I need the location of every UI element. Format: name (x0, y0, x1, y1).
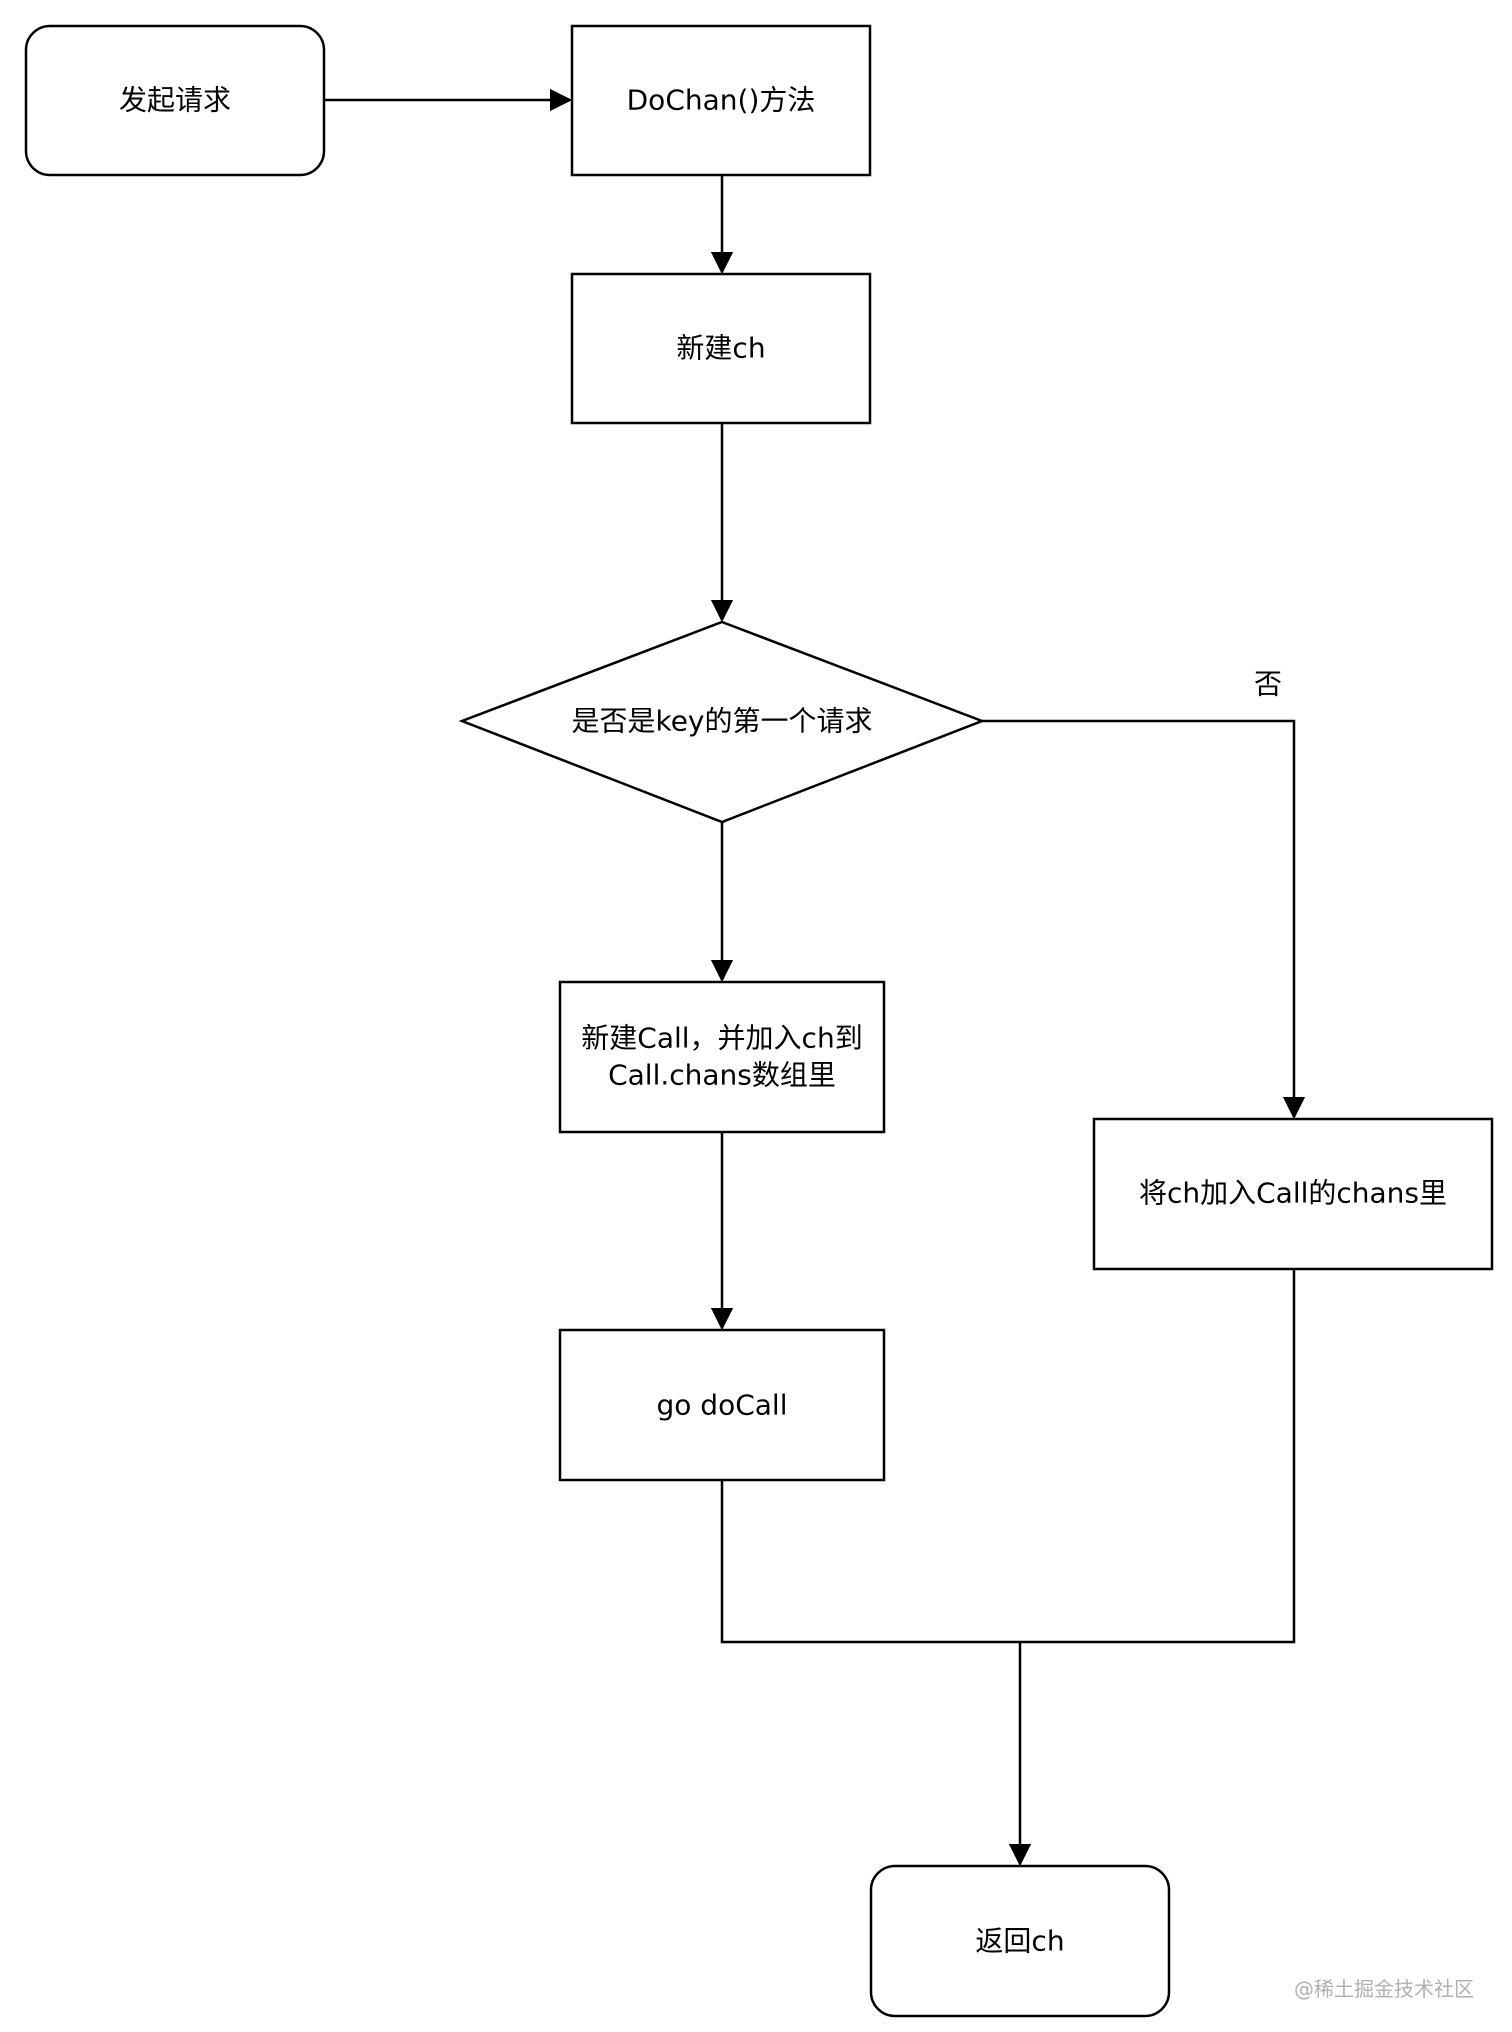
node-go-docall-shape (558, 1328, 886, 1482)
edge-decision-no-to-add-ch (982, 719, 1306, 1120)
node-return: 返回ch (869, 1864, 1171, 2018)
node-dochan: DoChan()方法 (570, 24, 872, 177)
node-add-ch: 将ch加入Call的chans里 (1092, 1117, 1494, 1271)
node-add-ch-shape (1092, 1117, 1494, 1271)
edge-go-docall-to-merge (720, 1270, 1296, 1644)
node-start: 发起请求 (24, 24, 326, 177)
node-new-call-shape (558, 980, 886, 1134)
node-dochan-shape (570, 24, 872, 177)
edges (324, 88, 1306, 1867)
node-new-ch: 新建ch (570, 272, 872, 425)
node-go-docall: go doCall (558, 1328, 886, 1482)
node-decision-label: 是否是key的第一个请求 (571, 705, 872, 738)
node-decision-shape (458, 620, 986, 824)
node-start-label: 发起请求 (119, 84, 231, 117)
node-add-ch-label: 将ch加入Call的chans里 (1139, 1177, 1447, 1210)
node-new-call-label-line2: Call.chans数组里 (608, 1059, 836, 1092)
node-dochan-label: DoChan()方法 (627, 84, 816, 117)
node-new-call: 新建Call，并加入ch到 Call.chans数组里 (558, 980, 886, 1134)
node-go-docall-label: go doCall (657, 1389, 788, 1422)
node-new-ch-shape (570, 272, 872, 425)
node-new-ch-label: 新建ch (676, 332, 765, 365)
node-decision: 是否是key的第一个请求 (458, 620, 986, 824)
watermark: @稀土掘金技术社区 (1294, 1977, 1474, 2001)
node-new-call-label-line1: 新建Call，并加入ch到 (581, 1022, 862, 1055)
node-return-label: 返回ch (975, 1925, 1064, 1958)
edge-label-no: 否 (1254, 668, 1282, 701)
node-start-shape (24, 24, 326, 177)
node-return-shape (869, 1864, 1171, 2018)
